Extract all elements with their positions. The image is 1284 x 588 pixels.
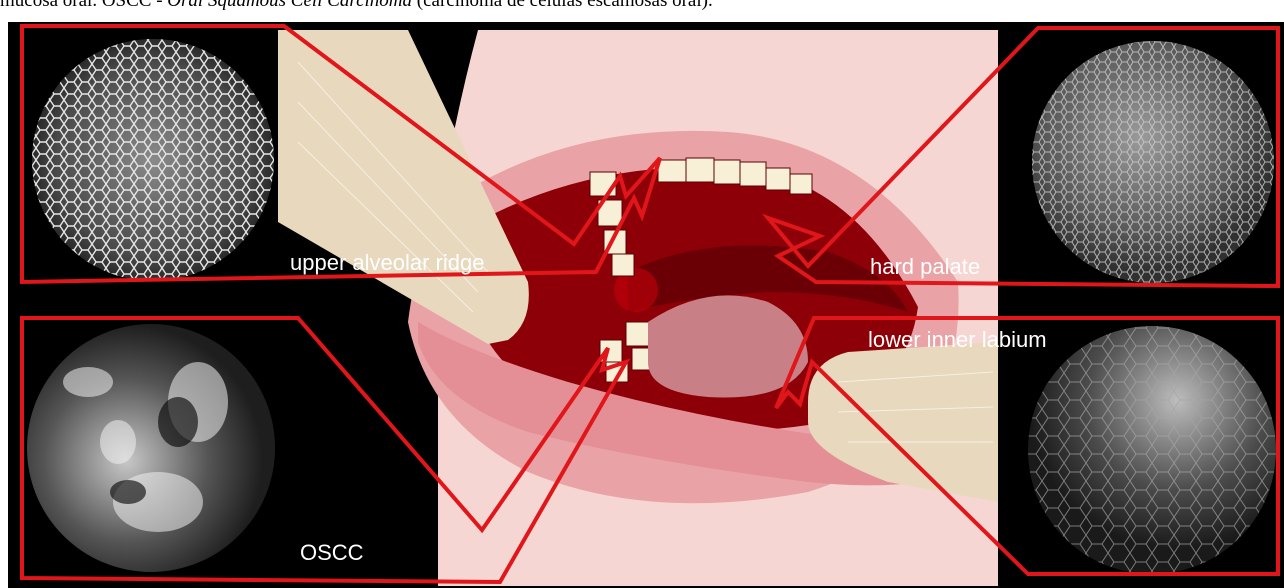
caption-italic-term: Oral Squamous Cell Carcinoma bbox=[167, 0, 412, 11]
caption-text: mucosa oral. OSCC - bbox=[0, 0, 167, 11]
micrograph-oscc bbox=[27, 324, 275, 572]
figure-canvas: upper alveolar ridge hard palate lower i… bbox=[8, 22, 1284, 588]
figure-caption: mucosa oral. OSCC - Oral Squamous Cell C… bbox=[0, 0, 1284, 12]
oral-mucosa-figure: upper alveolar ridge hard palate lower i… bbox=[8, 22, 1284, 588]
label-hard-palate: hard palate bbox=[870, 254, 980, 279]
caption-text-tail: (carcinoma de células escamosas oral). bbox=[412, 0, 713, 11]
label-oscc: OSCC bbox=[300, 540, 364, 565]
label-upper-alveolar-ridge: upper alveolar ridge bbox=[290, 250, 484, 275]
label-lower-inner-labium: lower inner labium bbox=[868, 327, 1047, 352]
